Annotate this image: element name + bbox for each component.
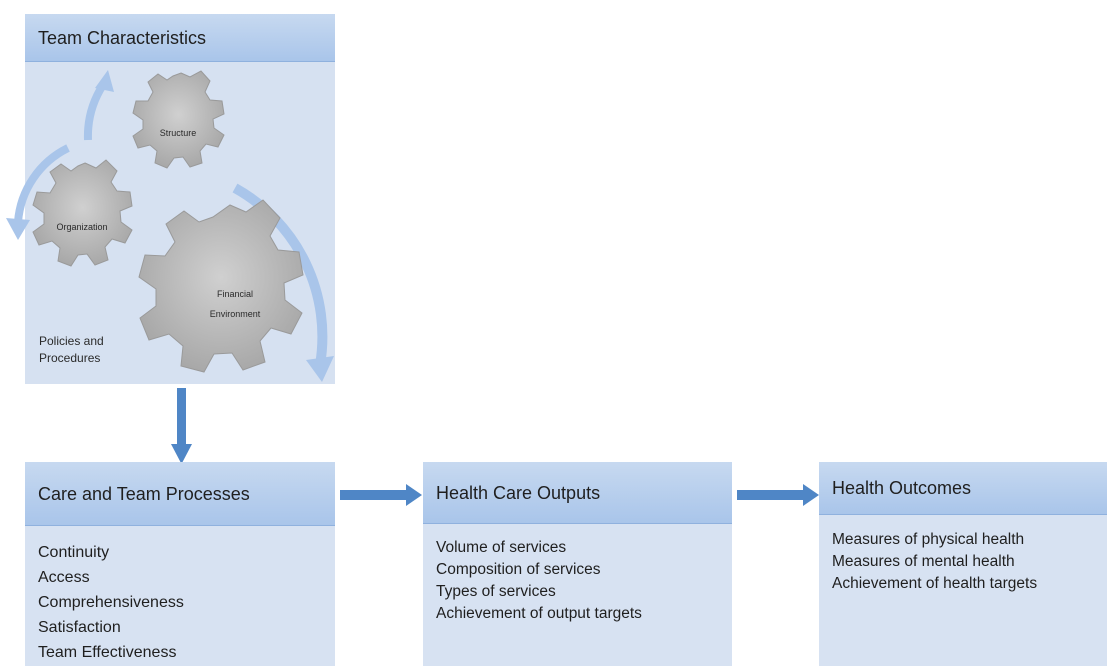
list-item: Measures of physical health — [832, 531, 1025, 548]
gear-label-organization: Organization — [56, 222, 108, 232]
gear-label-financial-line1: Financial — [216, 289, 254, 299]
outcomes-header: Health Outcomes — [819, 462, 1107, 515]
gear-label-financial: Financial Environment — [195, 284, 275, 324]
list-item: Achievement of health targets — [832, 575, 1038, 592]
list-item: Types of services — [436, 583, 556, 600]
right-arrow-2 — [737, 484, 819, 506]
team-characteristics-title: Team Characteristics — [38, 27, 207, 48]
down-arrow — [171, 388, 192, 464]
outcomes-title: Health Outcomes — [832, 478, 972, 498]
gear-label-financial-line2: Environment — [209, 309, 261, 319]
list-item: Satisfaction — [38, 619, 121, 636]
list-item: Volume of services — [436, 539, 567, 556]
care-processes-title: Care and Team Processes — [38, 483, 250, 504]
team-characteristics-header: Team Characteristics — [25, 14, 335, 62]
list-item: Comprehensiveness — [38, 594, 184, 611]
list-item: Team Effectiveness — [38, 644, 177, 661]
outputs-body: Volume of services Composition of servic… — [423, 524, 732, 666]
list-item: Continuity — [38, 544, 110, 561]
policies-line1: Policies and — [39, 334, 104, 348]
list-item: Access — [38, 569, 90, 586]
list-item: Achievement of output targets — [436, 605, 642, 622]
outputs-title: Health Care Outputs — [436, 482, 601, 503]
list-item: Measures of mental health — [832, 553, 1015, 570]
outputs-header: Health Care Outputs — [423, 462, 732, 524]
team-characteristics-panel — [25, 14, 335, 384]
policies-procedures-label: Policies and Procedures — [39, 333, 104, 367]
outcomes-body: Measures of physical health Measures of … — [819, 515, 1107, 666]
care-processes-header: Care and Team Processes — [25, 462, 335, 526]
policies-line2: Procedures — [39, 351, 101, 365]
care-processes-body: Continuity Access Comprehensiveness Sati… — [25, 526, 335, 666]
gear-label-structure: Structure — [159, 128, 197, 138]
list-item: Composition of services — [436, 561, 601, 578]
right-arrow-1 — [340, 484, 422, 506]
